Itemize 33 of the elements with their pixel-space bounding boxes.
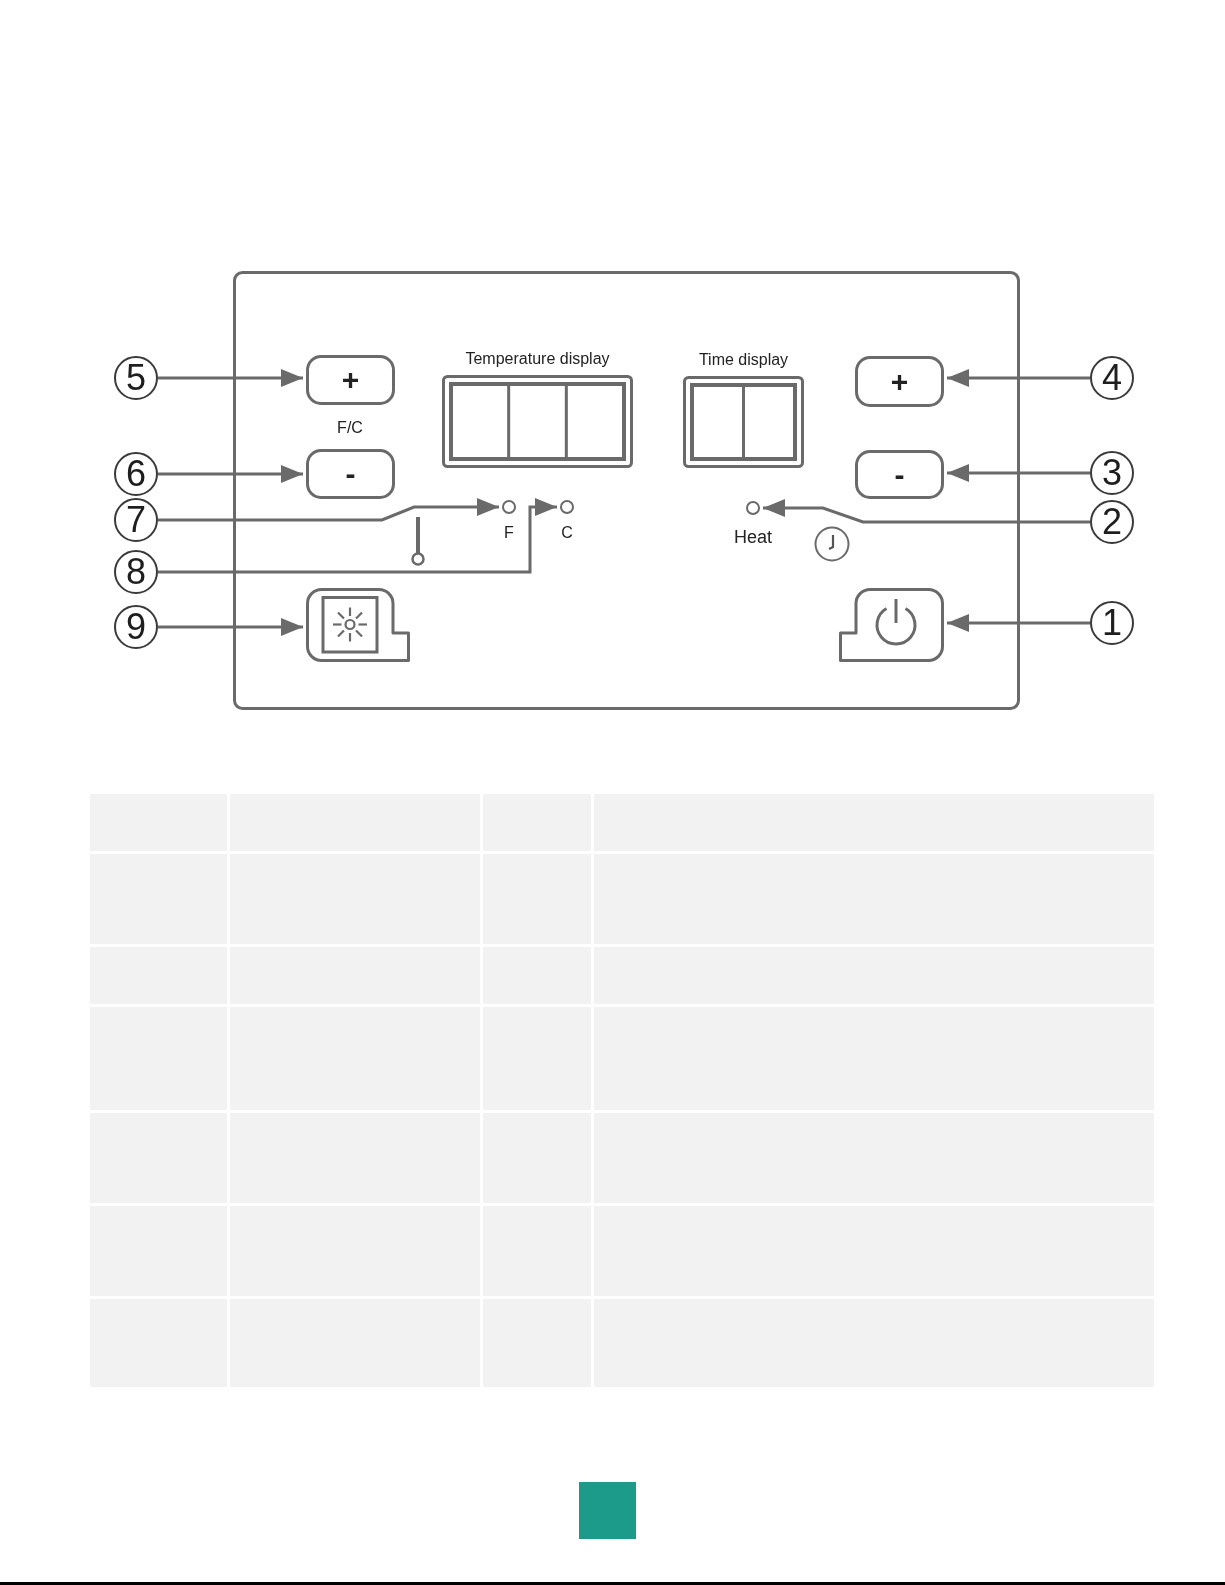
callout-number: 5 — [114, 356, 158, 400]
callout-arrow — [158, 369, 303, 387]
indicator-label: F — [504, 523, 514, 543]
indicator-label: Heat — [734, 526, 772, 548]
callout-arrow — [158, 498, 557, 574]
callout-arrow — [158, 465, 303, 483]
callout-number: 9 — [114, 605, 158, 649]
power-button — [839, 588, 944, 662]
callout-number: 4 — [1090, 356, 1134, 400]
callout-number: 3 — [1090, 451, 1134, 495]
display-label: Time display — [698, 350, 789, 370]
indicator-light — [560, 500, 574, 514]
callout-number: 8 — [114, 550, 158, 594]
display-label: Temperature display — [465, 349, 610, 369]
callout-number: 1 — [1090, 601, 1134, 645]
button-group-label: F/C — [337, 418, 363, 438]
light-button — [306, 588, 410, 662]
callout-arrow — [947, 614, 1090, 632]
minus-button: - — [855, 450, 944, 499]
callout-arrow — [947, 464, 1090, 482]
indicator-light — [746, 501, 760, 515]
callout-number: 6 — [114, 452, 158, 496]
indicator-label: C — [561, 523, 573, 543]
minus-button: - — [306, 449, 395, 499]
callout-number: 7 — [114, 498, 158, 542]
plus-button: + — [306, 355, 395, 405]
callout-arrow — [947, 369, 1090, 387]
callout-arrow — [763, 499, 1090, 524]
plus-button: + — [855, 356, 944, 407]
callout-number: 2 — [1090, 500, 1134, 544]
callout-arrow — [158, 498, 499, 522]
callout-arrow — [158, 618, 303, 636]
indicator-light — [502, 500, 516, 514]
